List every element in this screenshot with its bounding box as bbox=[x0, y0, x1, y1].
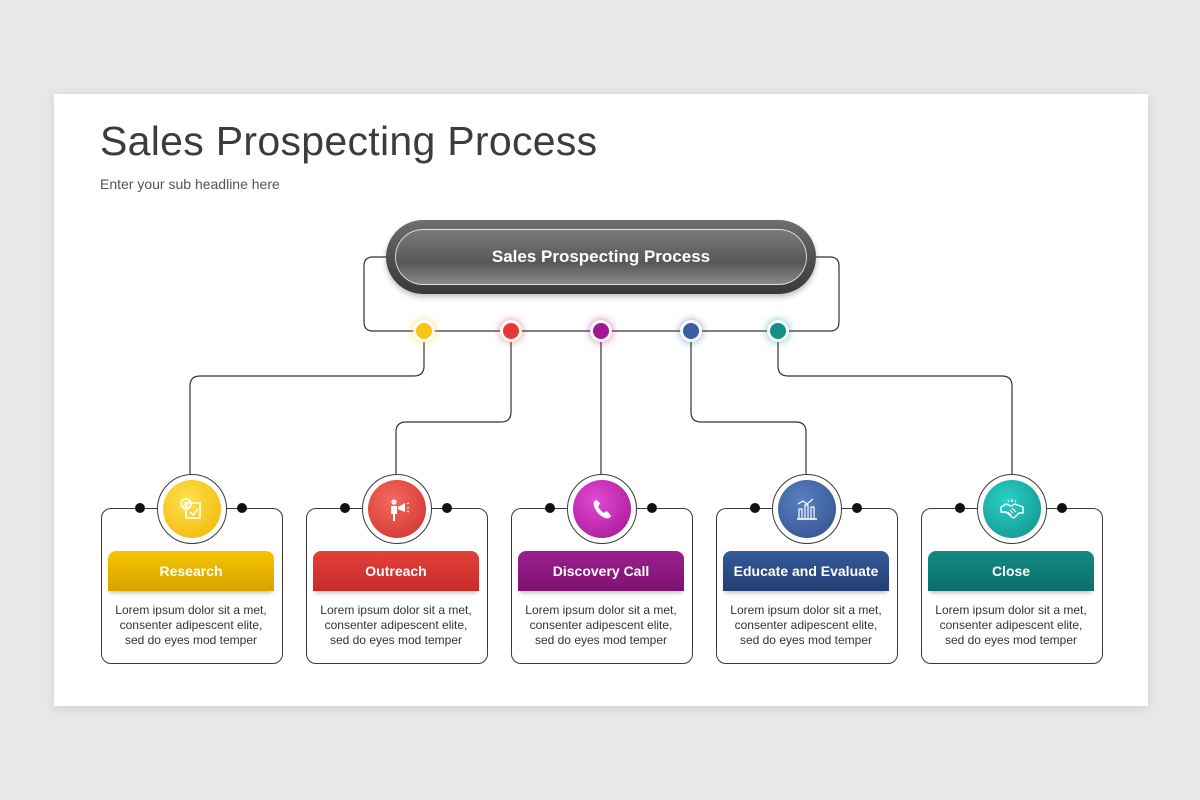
desc-line: consenter adipescent elite, bbox=[529, 618, 673, 632]
card-dot-left bbox=[135, 503, 145, 513]
step-icon-ring bbox=[977, 474, 1047, 544]
step-icon-ring: @ bbox=[157, 474, 227, 544]
step-icon-badge bbox=[778, 480, 836, 538]
step-icon-ring bbox=[772, 474, 842, 544]
card-dot-right bbox=[442, 503, 452, 513]
hub-dot-outreach bbox=[503, 323, 519, 339]
desc-line: Lorem ipsum dolor sit a met, bbox=[935, 603, 1087, 617]
card-dot-left bbox=[955, 503, 965, 513]
step-desc-close: Lorem ipsum dolor sit a met, consenter a… bbox=[921, 603, 1101, 648]
desc-line: sed do eyes mod temper bbox=[944, 633, 1078, 647]
step-icon-badge bbox=[983, 480, 1041, 538]
hub-label: Sales Prospecting Process bbox=[395, 229, 807, 285]
page-subtitle: Enter your sub headline here bbox=[100, 176, 280, 192]
step-icon-badge bbox=[573, 480, 631, 538]
card-dot-right bbox=[647, 503, 657, 513]
desc-line: sed do eyes mod temper bbox=[739, 633, 873, 647]
card-dot-right bbox=[852, 503, 862, 513]
step-label-research: Research bbox=[108, 551, 274, 591]
hub-dot-educate bbox=[683, 323, 699, 339]
card-dot-left bbox=[545, 503, 555, 513]
desc-line: consenter adipescent elite, bbox=[734, 618, 878, 632]
desc-line: sed do eyes mod temper bbox=[124, 633, 258, 647]
megaphone-icon bbox=[391, 499, 410, 521]
step-desc-discovery-call: Lorem ipsum dolor sit a met, consenter a… bbox=[511, 603, 691, 648]
step-desc-outreach: Lorem ipsum dolor sit a met, consenter a… bbox=[306, 603, 486, 648]
step-label-close: Close bbox=[928, 551, 1094, 591]
card-dot-left bbox=[340, 503, 350, 513]
research-icon: @ bbox=[180, 498, 201, 519]
step-label-outreach: Outreach bbox=[313, 551, 479, 591]
hub-dot-research bbox=[416, 323, 432, 339]
desc-line: consenter adipescent elite, bbox=[119, 618, 263, 632]
desc-line: Lorem ipsum dolor sit a met, bbox=[730, 603, 882, 617]
step-icon-ring bbox=[567, 474, 637, 544]
step-icon-badge bbox=[368, 480, 426, 538]
step-desc-research: Lorem ipsum dolor sit a met, consenter a… bbox=[101, 603, 281, 648]
desc-line: consenter adipescent elite, bbox=[324, 618, 468, 632]
desc-line: Lorem ipsum dolor sit a met, bbox=[525, 603, 677, 617]
hub-node: Sales Prospecting Process bbox=[386, 220, 816, 294]
card-dot-right bbox=[237, 503, 247, 513]
handshake-icon bbox=[1000, 499, 1024, 519]
desc-line: sed do eyes mod temper bbox=[329, 633, 463, 647]
step-desc-educate-evaluate: Lorem ipsum dolor sit a met, consenter a… bbox=[716, 603, 896, 648]
step-label-discovery-call: Discovery Call bbox=[518, 551, 684, 591]
desc-line: sed do eyes mod temper bbox=[534, 633, 668, 647]
step-icon-ring bbox=[362, 474, 432, 544]
desc-line: consenter adipescent elite, bbox=[939, 618, 1083, 632]
phone-icon bbox=[593, 500, 611, 519]
card-dot-left bbox=[750, 503, 760, 513]
step-label-educate-evaluate: Educate and Evaluate bbox=[723, 551, 889, 591]
hub-dot-close bbox=[770, 323, 786, 339]
page-title: Sales Prospecting Process bbox=[100, 118, 598, 164]
card-dot-right bbox=[1057, 503, 1067, 513]
svg-text:@: @ bbox=[182, 502, 189, 509]
desc-line: Lorem ipsum dolor sit a met, bbox=[115, 603, 267, 617]
chart-icon bbox=[797, 498, 817, 520]
desc-line: Lorem ipsum dolor sit a met, bbox=[320, 603, 472, 617]
step-icon-badge: @ bbox=[163, 480, 221, 538]
hub-dot-discovery bbox=[593, 323, 609, 339]
